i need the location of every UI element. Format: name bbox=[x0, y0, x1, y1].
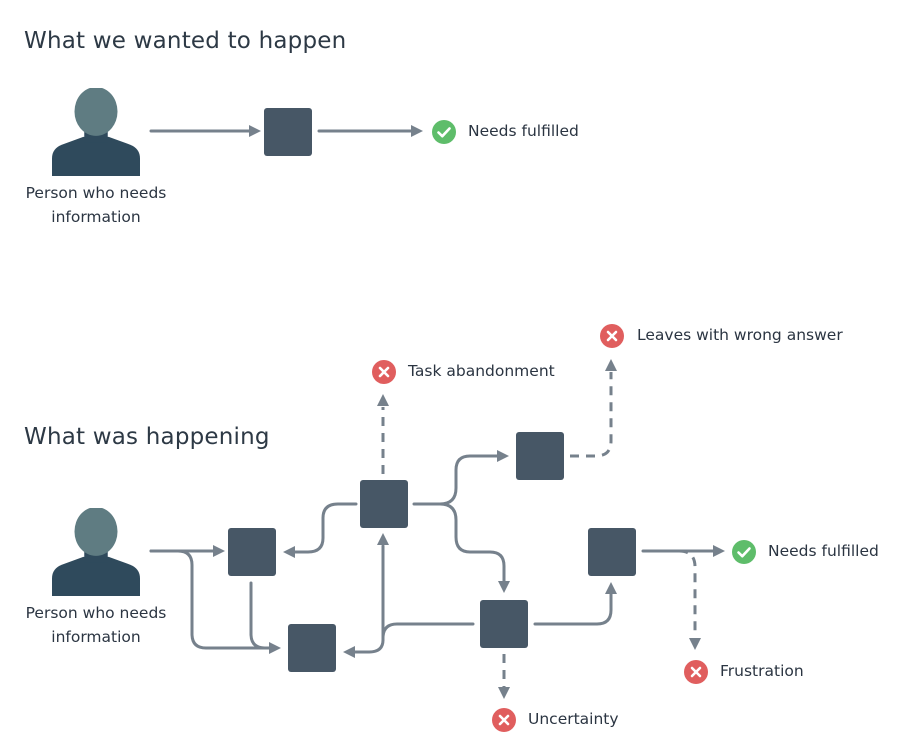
edge-node-f-to-fulfilled bbox=[641, 545, 725, 557]
outcome-frustration: Frustration bbox=[720, 662, 804, 680]
edge-person-to-node-b bbox=[149, 549, 281, 654]
outcome-needs-fulfilled: Needs fulfilled bbox=[768, 542, 879, 560]
person-label-line: information bbox=[51, 208, 141, 226]
outcome-needs-fulfilled: Needs fulfilled bbox=[468, 122, 579, 140]
edge-node-c-to-node-e bbox=[412, 450, 509, 506]
edge-node-a-to-node-b bbox=[249, 581, 272, 650]
check-circle-icon bbox=[432, 120, 456, 144]
edge-step-to-outcome bbox=[317, 125, 423, 137]
person-silhouette-icon bbox=[52, 88, 140, 176]
person-silhouette-icon bbox=[52, 508, 140, 596]
edge-node-d-to-node-f bbox=[533, 582, 617, 626]
process-step-node bbox=[228, 528, 276, 576]
edge-node-c-to-node-d bbox=[438, 502, 510, 593]
process-step-node bbox=[264, 108, 312, 156]
edge-node-f-to-frustration bbox=[678, 549, 701, 650]
x-circle-icon bbox=[684, 660, 708, 684]
x-circle-icon bbox=[372, 360, 396, 384]
edge-node-c-to-node-a bbox=[283, 502, 358, 558]
process-step-node bbox=[588, 528, 636, 576]
heading-wanted: What we wanted to happen bbox=[24, 28, 347, 54]
person-label: Person who needs information bbox=[11, 181, 181, 229]
x-circle-icon bbox=[600, 324, 624, 348]
outcome-task-abandonment: Task abandonment bbox=[408, 362, 555, 380]
edge-node-c-to-abandonment bbox=[377, 394, 389, 474]
process-step-node bbox=[516, 432, 564, 480]
edge-node-d-to-node-c bbox=[343, 533, 475, 658]
person-label-line: information bbox=[51, 628, 141, 646]
outcome-wrong-answer: Leaves with wrong answer bbox=[637, 326, 843, 344]
process-step-node bbox=[288, 624, 336, 672]
x-circle-icon bbox=[492, 708, 516, 732]
check-circle-icon bbox=[732, 540, 756, 564]
edge-node-e-to-wrong-answer bbox=[570, 359, 617, 458]
person-label-line: Person who needs bbox=[25, 184, 167, 202]
person-label-line: Person who needs bbox=[25, 604, 167, 622]
outcome-uncertainty: Uncertainty bbox=[528, 710, 619, 728]
heading-happening: What was happening bbox=[24, 424, 270, 450]
edge-person-to-step bbox=[149, 125, 261, 137]
process-step-node bbox=[480, 600, 528, 648]
person-label: Person who needs information bbox=[11, 601, 181, 649]
process-step-node bbox=[360, 480, 408, 528]
edge-node-d-to-uncertainty bbox=[498, 654, 510, 699]
